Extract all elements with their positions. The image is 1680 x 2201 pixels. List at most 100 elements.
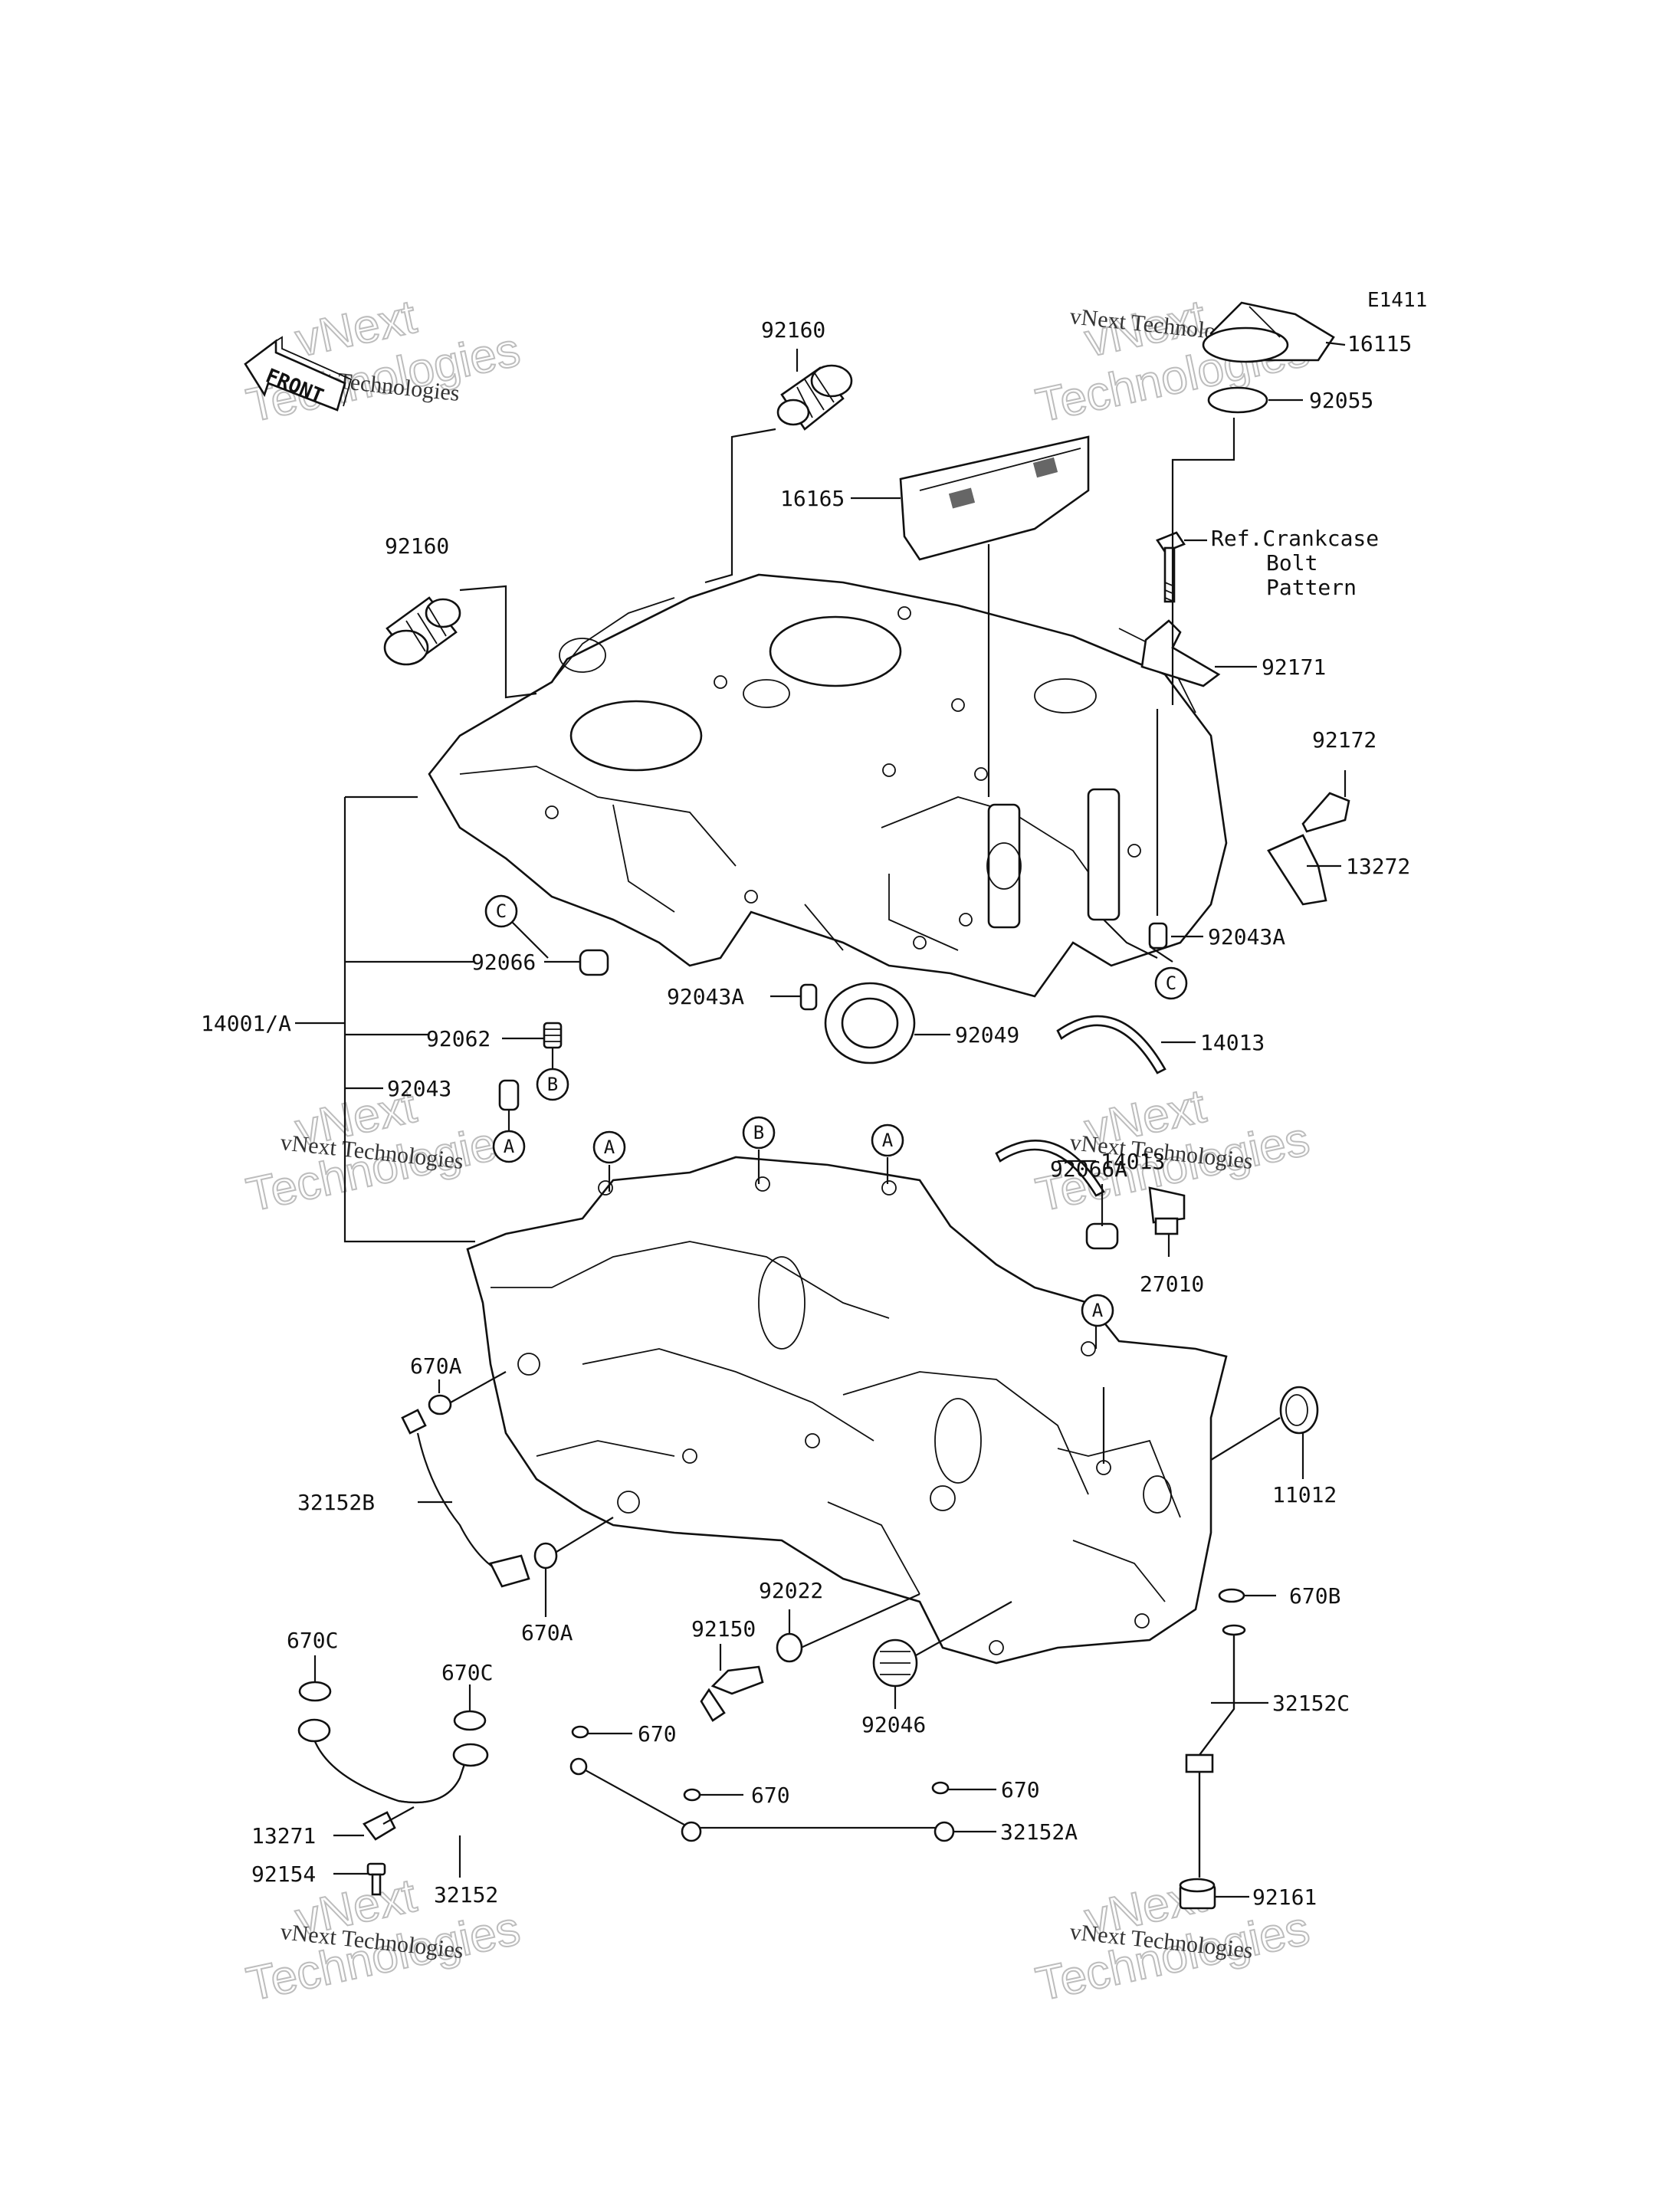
svg-text:A: A	[1092, 1300, 1104, 1321]
letter-marker-c-right: C	[1154, 966, 1188, 1000]
label-92160-top: 92160	[761, 317, 825, 343]
bracket-13271	[363, 1811, 396, 1841]
label-92154: 92154	[251, 1862, 316, 1887]
o-ring-670c-right	[453, 1710, 487, 1731]
label-92161: 92161	[1252, 1884, 1317, 1910]
washer-92022	[776, 1632, 803, 1663]
label-32152a: 32152A	[1000, 1819, 1078, 1845]
oil-strainer-top	[776, 364, 853, 431]
label-92172: 92172	[1312, 727, 1376, 753]
bolt-92150	[700, 1665, 764, 1722]
label-92066a: 92066A	[1050, 1156, 1127, 1182]
oil-filler-cap	[1202, 301, 1335, 363]
letter-marker-c-upper: C	[484, 894, 518, 928]
label-ref-line3: Pattern	[1266, 575, 1357, 600]
label-92150: 92150	[691, 1616, 756, 1642]
label-32152c: 32152C	[1272, 1691, 1350, 1716]
label-670-c: 670	[1001, 1777, 1040, 1802]
lower-crankcase	[466, 1156, 1228, 1665]
label-92055: 92055	[1309, 388, 1373, 413]
plug-92066	[579, 949, 609, 976]
label-92062: 92062	[426, 1026, 491, 1051]
label-670c-left: 670C	[287, 1628, 338, 1653]
bearing-92046	[872, 1638, 918, 1688]
o-ring-92055	[1207, 386, 1268, 414]
label-14001a: 14001/A	[201, 1011, 291, 1036]
label-670-a: 670	[638, 1721, 677, 1747]
label-11012: 11012	[1272, 1482, 1337, 1507]
diagram-code: E1411	[1367, 289, 1427, 312]
svg-text:B: B	[547, 1074, 558, 1095]
label-92046: 92046	[861, 1712, 926, 1737]
label-16165: 16165	[780, 486, 845, 511]
label-16115: 16115	[1347, 331, 1412, 356]
label-92022: 92022	[759, 1578, 823, 1603]
label-92043a-right: 92043A	[1208, 924, 1285, 950]
svg-text:C: C	[1166, 973, 1176, 994]
o-ring-670a-lower	[533, 1542, 558, 1570]
o-ring-670-a	[571, 1725, 589, 1739]
crankcase-bolt	[1156, 531, 1186, 603]
label-ref-line2: Bolt	[1266, 550, 1317, 576]
label-27010: 27010	[1140, 1271, 1204, 1297]
label-ref-line1: Ref.Crankcase	[1211, 526, 1379, 551]
o-ring-670a-upper	[428, 1394, 452, 1415]
label-670a-lower: 670A	[521, 1620, 573, 1645]
collar-92161	[1179, 1878, 1216, 1910]
label-670c-right: 670C	[441, 1660, 493, 1685]
svg-text:A: A	[882, 1130, 894, 1151]
letter-marker-b-left: B	[536, 1068, 569, 1101]
label-13272: 13272	[1346, 854, 1410, 879]
label-13271: 13271	[251, 1823, 316, 1848]
oil-pipe-32152c	[1185, 1624, 1246, 1878]
switch-27010	[1148, 1186, 1186, 1235]
svg-text:A: A	[504, 1136, 515, 1157]
letter-marker-a-1: A	[592, 1130, 626, 1164]
o-ring-670b	[1218, 1588, 1245, 1603]
part-labels: 92160 92160 16115 92055 16165 Ref.Crankc…	[201, 317, 1412, 1910]
front-arrow-icon: FRONT	[244, 336, 353, 412]
label-670a-upper: 670A	[410, 1353, 462, 1379]
label-14013-b: 14013	[1101, 1149, 1165, 1174]
leader-lines	[295, 341, 1347, 1898]
baffle-plate	[899, 435, 1090, 561]
o-ring-670-c	[931, 1781, 950, 1795]
label-670-b: 670	[751, 1783, 790, 1808]
seal-11012	[1279, 1386, 1319, 1435]
upper-crankcase	[428, 573, 1228, 998]
svg-text:B: B	[753, 1122, 764, 1143]
clamp-92171	[1140, 619, 1221, 687]
label-92171: 92171	[1262, 654, 1326, 680]
screw-92172	[1301, 792, 1350, 833]
label-32152b: 32152B	[297, 1490, 375, 1515]
label-32152: 32152	[434, 1882, 498, 1907]
label-92160-left: 92160	[385, 533, 449, 559]
half-ring-14013-a	[1056, 1015, 1166, 1074]
oil-seal-92049	[824, 982, 916, 1064]
label-92043a-middle: 92043A	[667, 984, 744, 1009]
letter-marker-a-3: A	[1081, 1294, 1114, 1327]
half-ring-14013-b	[995, 1140, 1105, 1197]
oil-pipe-32152b	[401, 1409, 530, 1588]
oil-strainer-left	[383, 596, 461, 666]
label-14013-a: 14013	[1200, 1030, 1265, 1055]
plug-92066a	[1085, 1222, 1119, 1250]
plate-13272	[1267, 834, 1327, 906]
letter-marker-a-left: A	[492, 1130, 526, 1163]
label-92049: 92049	[955, 1022, 1019, 1048]
bolt-92154	[366, 1862, 386, 1896]
svg-text:C: C	[496, 900, 507, 922]
oil-pipe-32152a	[569, 1757, 955, 1842]
svg-text:A: A	[604, 1137, 615, 1158]
letter-marker-a-2: A	[871, 1123, 904, 1157]
label-670b: 670B	[1289, 1583, 1340, 1609]
o-ring-670-b	[683, 1788, 701, 1802]
letter-marker-b-top: B	[742, 1116, 776, 1150]
dowel-92043	[498, 1079, 520, 1111]
dowel-92043a-middle	[799, 983, 818, 1011]
label-92043: 92043	[387, 1076, 451, 1101]
oil-pipe-32152	[297, 1718, 489, 1804]
o-ring-670c-left	[298, 1681, 332, 1702]
